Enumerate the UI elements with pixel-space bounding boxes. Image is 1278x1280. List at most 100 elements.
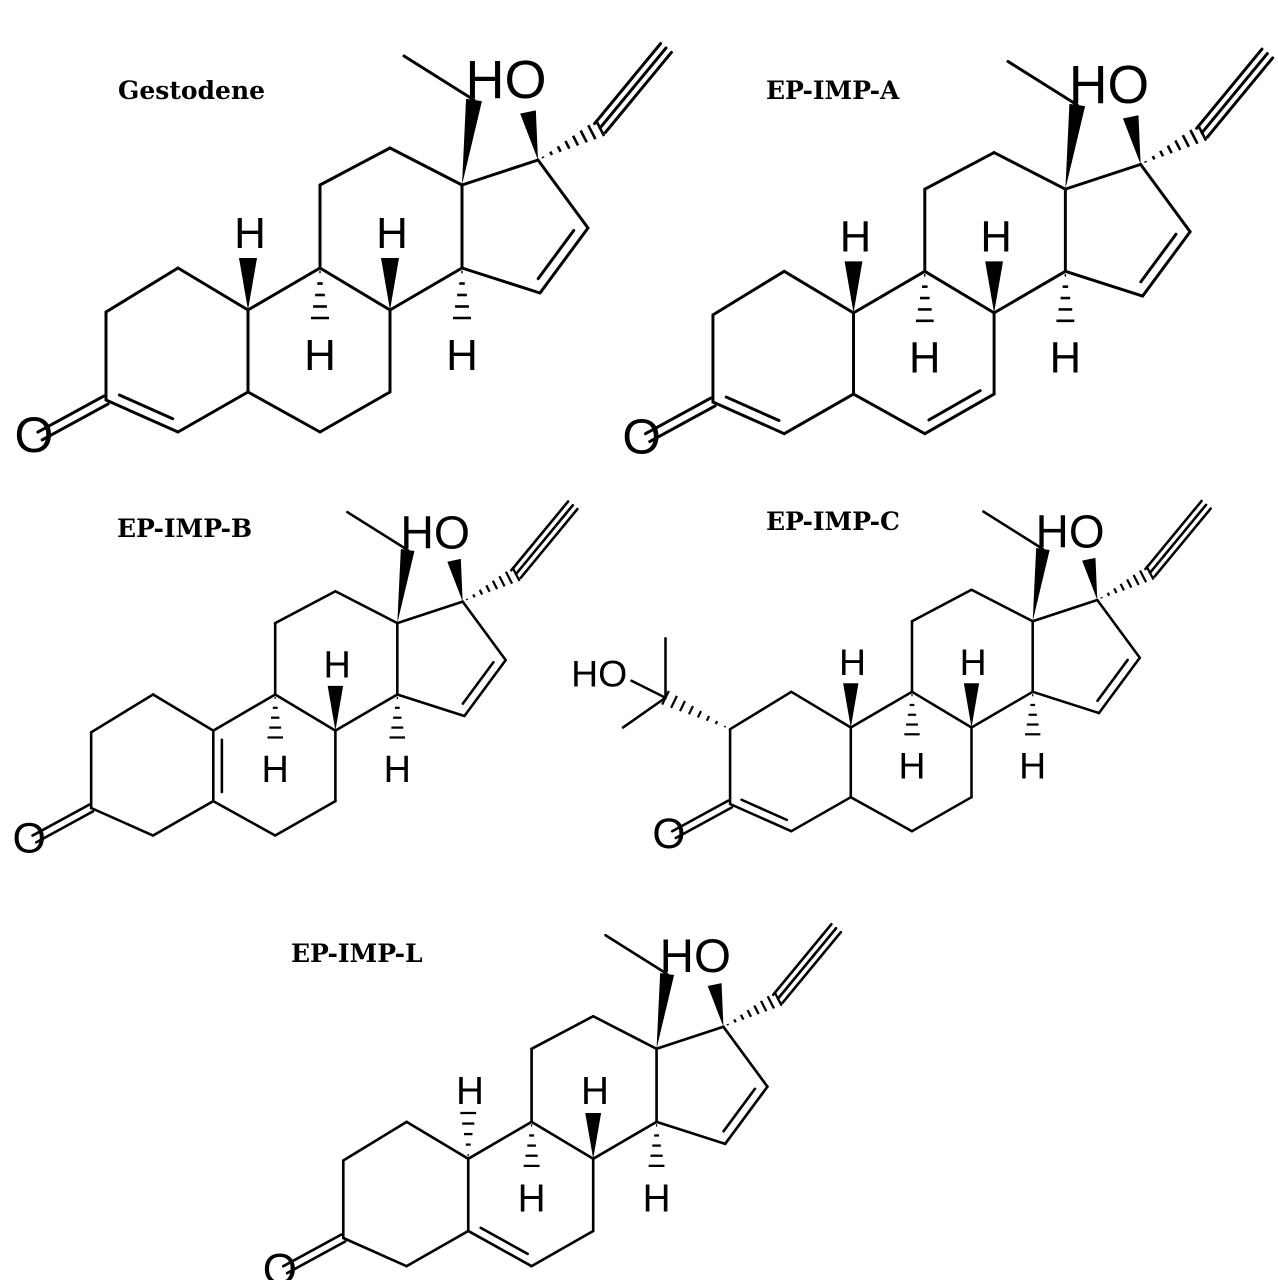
triple-bond bbox=[1144, 499, 1203, 571]
ethyl-wedge-bond bbox=[397, 549, 415, 624]
bond bbox=[405, 1229, 470, 1268]
bond bbox=[992, 269, 1067, 315]
ethynyl-hash-bond bbox=[1100, 565, 1155, 599]
bond bbox=[176, 390, 250, 434]
hash-mark bbox=[485, 584, 491, 593]
oh-bond bbox=[630, 679, 667, 700]
h10-label: H bbox=[456, 1070, 484, 1113]
h14-hash-bond bbox=[648, 1124, 665, 1167]
h14-hash-bond bbox=[1025, 694, 1041, 736]
ring-d-double-bond bbox=[1097, 656, 1142, 715]
ring-d-double-bond bbox=[723, 1085, 769, 1146]
ethyl-bond bbox=[982, 510, 1045, 551]
triple-bond bbox=[514, 503, 575, 576]
h8-label: H bbox=[581, 1070, 609, 1113]
hash-mark bbox=[1151, 155, 1156, 160]
bond bbox=[405, 1120, 470, 1161]
triple-bond bbox=[781, 930, 843, 1004]
bond bbox=[1031, 690, 1101, 715]
ring-d-double-bond bbox=[538, 226, 590, 295]
h9-label: H bbox=[518, 1178, 546, 1221]
bond bbox=[460, 158, 540, 187]
bond bbox=[176, 266, 250, 312]
hash-mark bbox=[571, 135, 580, 147]
bond bbox=[849, 690, 914, 729]
carbonyl-bond bbox=[670, 799, 730, 833]
bond bbox=[318, 266, 392, 312]
bond bbox=[910, 795, 973, 833]
bond bbox=[211, 799, 277, 837]
c6-c7-double-bond bbox=[923, 392, 996, 436]
bond bbox=[910, 690, 973, 729]
ketone-o-label: O bbox=[622, 409, 661, 464]
hash-mark bbox=[1139, 569, 1148, 583]
h14-label: H bbox=[1019, 745, 1046, 787]
bond bbox=[273, 693, 337, 732]
hash-mark bbox=[549, 150, 554, 156]
bond bbox=[655, 1025, 725, 1051]
ethynyl-hash-bond bbox=[1144, 124, 1208, 164]
h10-wedge-bond bbox=[844, 261, 863, 313]
triple-bond bbox=[776, 926, 838, 1000]
c3-c4-double-bond bbox=[104, 398, 180, 434]
carbonyl-bond bbox=[40, 402, 110, 442]
h9-hash-bond bbox=[915, 273, 934, 323]
h9-label: H bbox=[898, 745, 925, 787]
bond bbox=[273, 799, 337, 837]
bond bbox=[790, 795, 853, 833]
hash-mark bbox=[472, 593, 476, 598]
ketone-o-label: O bbox=[15, 407, 54, 463]
ethyl-bond bbox=[604, 933, 669, 976]
hydroxyl-label: HO bbox=[1036, 505, 1105, 557]
hash-mark bbox=[1126, 578, 1133, 589]
bond bbox=[246, 266, 322, 312]
carbonyl-bond bbox=[281, 1233, 343, 1268]
bond bbox=[1063, 162, 1143, 191]
carbonyl-bond bbox=[31, 803, 91, 837]
ketone-o-label: O bbox=[13, 815, 46, 863]
bond bbox=[970, 588, 1034, 623]
bond bbox=[1139, 162, 1192, 234]
bond bbox=[923, 269, 996, 315]
ethyl-wedge-bond bbox=[656, 973, 675, 1049]
h8-wedge-bond bbox=[327, 685, 344, 731]
bond bbox=[852, 392, 927, 436]
bond bbox=[728, 690, 793, 731]
hash-mark bbox=[478, 589, 484, 596]
h10-label: H bbox=[839, 641, 866, 683]
ring-d-double-bond bbox=[463, 658, 507, 718]
h14-label: H bbox=[643, 1178, 671, 1221]
triple-bond bbox=[1200, 52, 1269, 135]
carbonyl-bond bbox=[34, 810, 95, 844]
hydroxyl-wedge-bond bbox=[520, 110, 538, 160]
bond bbox=[992, 151, 1067, 191]
h10-hash-bond bbox=[460, 1111, 477, 1157]
bond bbox=[318, 390, 392, 434]
h14-label: H bbox=[446, 331, 478, 380]
ethynyl-hash-bond bbox=[465, 566, 521, 601]
methyl-bond bbox=[621, 696, 667, 729]
carbonyl-bond bbox=[643, 396, 713, 436]
hydroxyl-label: HO bbox=[1069, 56, 1149, 115]
double-bond-inner bbox=[117, 393, 175, 421]
hash-mark bbox=[687, 705, 694, 715]
hash-mark bbox=[1132, 574, 1140, 586]
c5-c6-double-bond bbox=[466, 1229, 533, 1268]
ethynyl-hash-bond bbox=[726, 991, 783, 1026]
molecule-name-ep-imp-c: EP-IMP-C bbox=[766, 507, 900, 536]
hash-mark bbox=[556, 145, 562, 153]
h9-hash-bond bbox=[311, 270, 329, 320]
h8-label: H bbox=[323, 644, 350, 686]
bond bbox=[341, 1236, 408, 1268]
ethynyl-hash-bond bbox=[541, 119, 606, 159]
hash-mark bbox=[705, 715, 711, 722]
bond bbox=[923, 151, 996, 191]
ketone-o-label: O bbox=[652, 811, 685, 858]
bond bbox=[1096, 598, 1142, 660]
molecule-name-ep-imp-a: EP-IMP-A bbox=[766, 76, 900, 105]
hash-mark bbox=[1159, 150, 1165, 157]
bond bbox=[782, 269, 856, 315]
